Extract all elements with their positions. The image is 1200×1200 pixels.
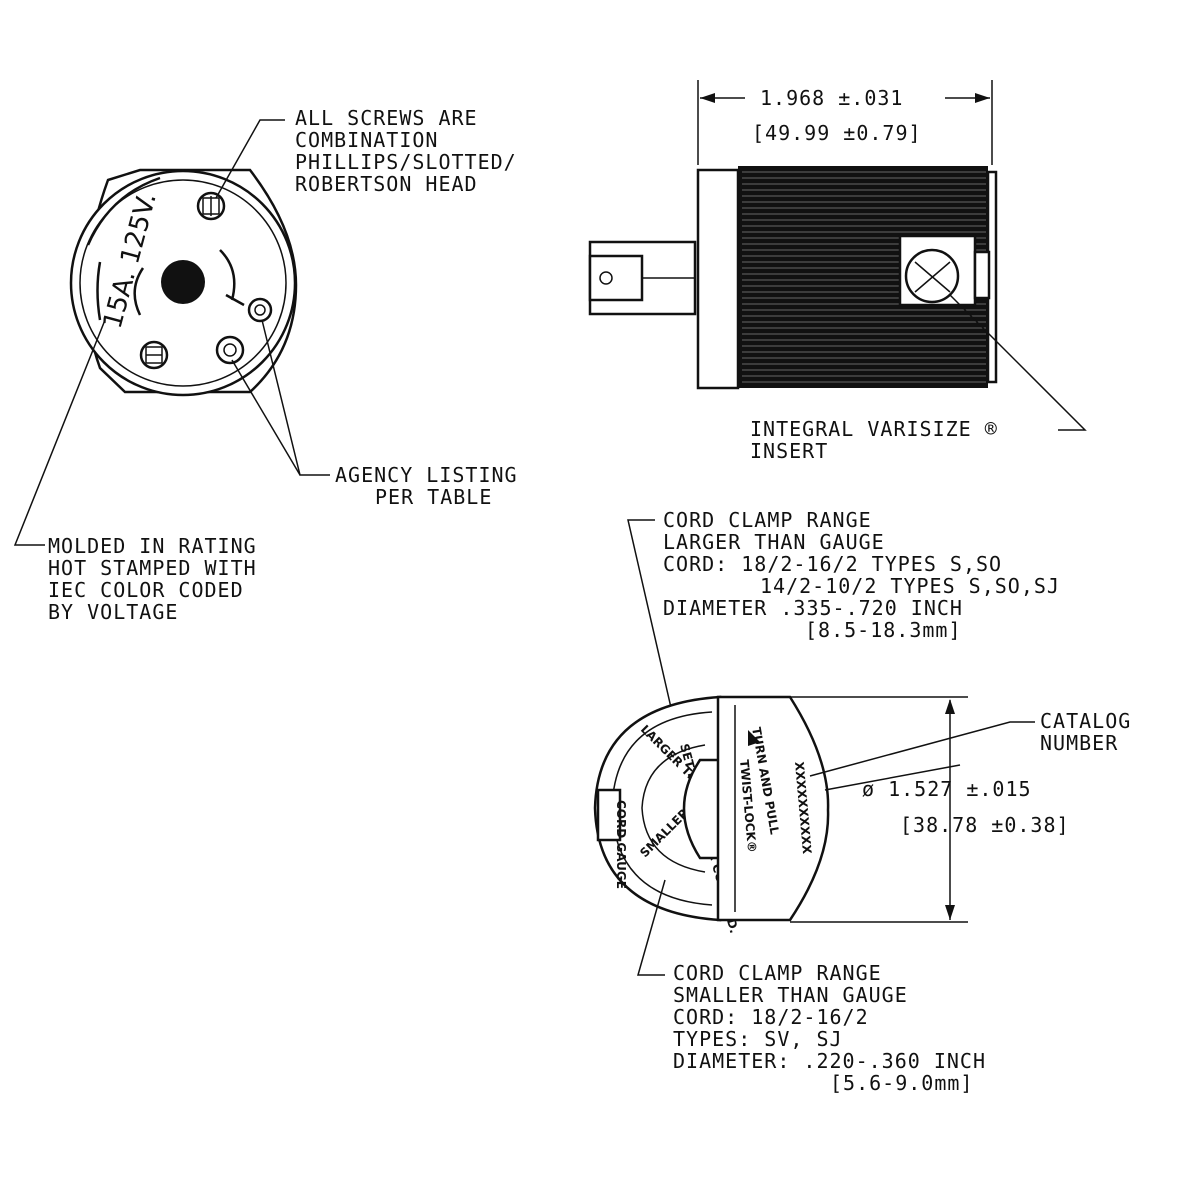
molded-rating-callout: MOLDED IN RATING HOT STAMPED WITH IEC CO… <box>48 534 270 624</box>
clamp-smaller-callout: CORD CLAMP RANGE SMALLER THAN GAUGE CORD… <box>673 961 999 1095</box>
center-pin-icon <box>161 260 205 304</box>
plug-end-view: CORD GAUGE LARGER THAN GAUGE SET POINTER… <box>593 695 830 935</box>
screw-icon <box>139 340 169 370</box>
diameter-value: ø 1.527 ±.015 <box>862 777 1032 801</box>
screw-icon <box>196 191 226 221</box>
agency-stamp-icon <box>247 297 273 323</box>
svg-text:CORD GAUGE: CORD GAUGE <box>614 800 628 889</box>
diameter-dimension <box>790 696 968 923</box>
agency-callout: AGENCY LISTING PER TABLE <box>335 463 531 509</box>
plug-face-view: 15A. 125V. <box>69 168 298 397</box>
leader-lines-face <box>13 119 330 546</box>
clamp-larger-callout: CORD CLAMP RANGE LARGER THAN GAUGE CORD:… <box>663 508 1073 642</box>
diameter-value-metric: [38.78 ±0.38] <box>900 813 1070 837</box>
plug-side-view: 1.968 ±.031 [49.99 ±0.79] <box>588 80 998 390</box>
catalog-callout: CATALOG NUMBER <box>1040 709 1144 755</box>
screws-callout: ALL SCREWS ARE COMBINATION PHILLIPS/SLOT… <box>295 106 530 196</box>
screw-icon <box>215 335 245 365</box>
length-dimension: 1.968 ±.031 <box>760 86 903 110</box>
length-dimension-metric: [49.99 ±0.79] <box>752 121 922 145</box>
varisize-callout: INTEGRAL VARISIZE ® INSERT <box>750 417 1011 463</box>
